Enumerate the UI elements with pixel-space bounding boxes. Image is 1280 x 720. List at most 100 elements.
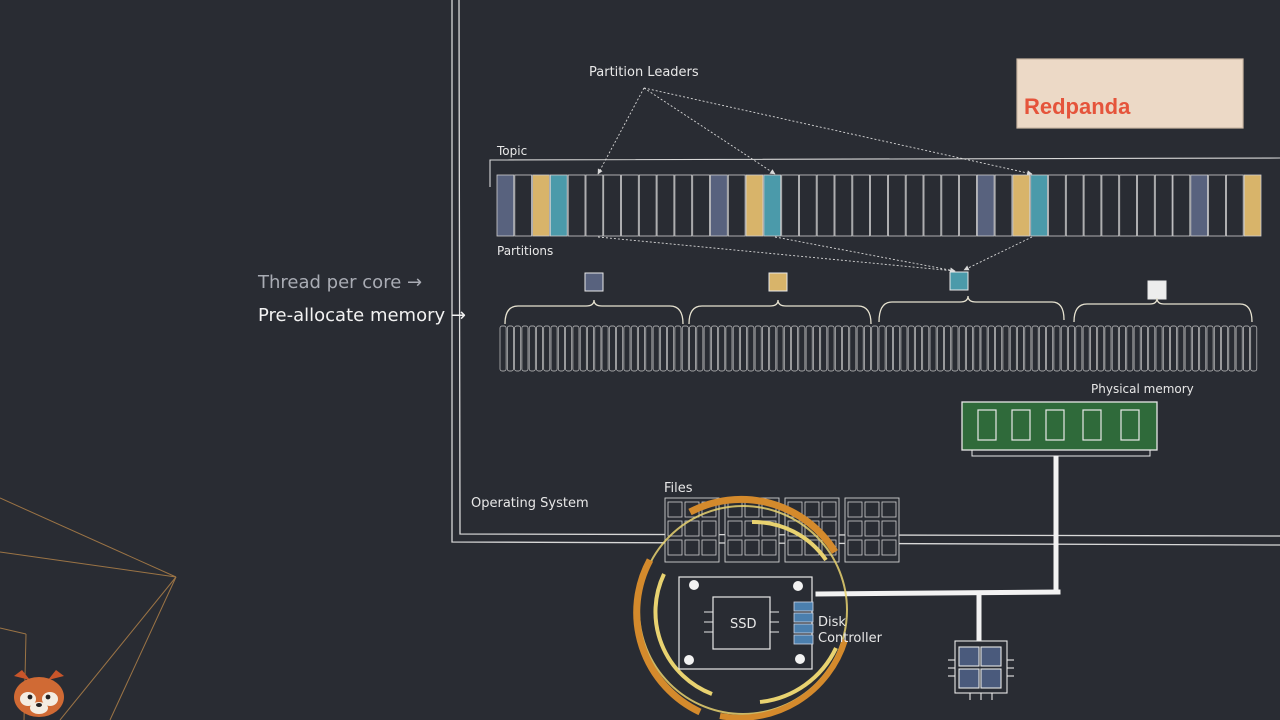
memory-slot [813, 325, 820, 372]
memory-slot [579, 325, 587, 372]
topic-cell [781, 174, 799, 237]
topic-cell [816, 174, 835, 237]
file-cell [744, 539, 760, 556]
memory-slot [1199, 325, 1207, 372]
memory-slot [1177, 325, 1185, 372]
memory-slot [659, 325, 667, 372]
memory-slot [754, 325, 762, 372]
memory-slot [536, 325, 543, 372]
memory-slot [980, 325, 988, 372]
memory-slot [776, 325, 784, 372]
partition-core-square [584, 272, 604, 292]
topic-cell [727, 174, 746, 237]
topic-cell [496, 174, 515, 237]
memory-slot [645, 325, 653, 372]
partition-core-square [768, 272, 788, 292]
memory-slot [499, 325, 507, 372]
memory-slot [594, 325, 602, 372]
file-cell [804, 539, 820, 556]
topic-cell [674, 174, 693, 237]
topic-cell [514, 174, 532, 237]
file-cell [847, 539, 863, 556]
memory-slot [915, 325, 922, 372]
memory-slot [805, 325, 813, 372]
memory-slot [1228, 325, 1236, 372]
topic-cell [1119, 174, 1137, 237]
memory-slot [565, 325, 573, 372]
file-cell [701, 539, 717, 556]
memory-slot [718, 325, 726, 372]
memory-slot [827, 325, 835, 372]
disk-controller-label-line2: Controller [818, 631, 883, 646]
preallocate-memory-label: Pre-allocate memory → [258, 305, 466, 326]
memory-slot [514, 325, 522, 372]
file-cell [864, 539, 880, 556]
topic-cell [1030, 174, 1048, 237]
ssd-board [678, 576, 814, 670]
file-cell [701, 520, 717, 537]
topic-cell [1172, 174, 1191, 237]
memory-slot [1206, 325, 1214, 372]
topic-cell [1101, 174, 1120, 237]
memory-slot [740, 325, 747, 372]
memory-slot [973, 325, 981, 372]
memory-slot [1097, 325, 1105, 372]
disk-controller-label-line1: Disk [818, 615, 846, 630]
memory-slot [834, 325, 842, 372]
topic-cell [692, 174, 710, 237]
memory-slot [747, 325, 755, 372]
file-cell [684, 520, 700, 537]
file-cell [761, 520, 777, 537]
physical-memory-label: Physical memory [1091, 382, 1194, 396]
topic-cell [621, 174, 639, 237]
file-cell [847, 501, 863, 518]
memory-slot [1126, 325, 1134, 372]
topic-cell [923, 174, 942, 237]
memory-slot [929, 325, 937, 372]
topic-cell [1208, 174, 1226, 237]
memory-slot [1141, 325, 1148, 372]
memory-slot [1038, 325, 1046, 372]
memory-slot [936, 325, 944, 372]
memory-slot [995, 325, 1003, 372]
topic-cell [550, 174, 568, 237]
memory-slot [732, 325, 740, 372]
operating-system-label: Operating System [471, 496, 589, 511]
memory-slot [1213, 325, 1221, 372]
file-cell [727, 520, 743, 537]
memory-slot [528, 325, 536, 372]
file-cell [727, 539, 743, 556]
topic-cell [763, 174, 782, 237]
file-block [724, 497, 780, 563]
memory-slot [572, 325, 580, 372]
file-cell [881, 520, 897, 537]
file-cell [881, 539, 897, 556]
topic-cell [994, 174, 1013, 237]
memory-slot [506, 325, 514, 372]
topic-cell [799, 174, 817, 237]
memory-slot [630, 325, 638, 372]
host-frame [451, 0, 1280, 546]
topic-cell [567, 174, 586, 237]
memory-slot [958, 325, 966, 372]
topic-cell [656, 174, 675, 237]
partition-core-square [949, 271, 969, 291]
memory-slot [608, 325, 616, 372]
file-cell [847, 520, 863, 537]
memory-slot [1009, 325, 1017, 372]
red-panda-mascot-icon [14, 670, 64, 717]
topic-cell [976, 174, 995, 237]
core-braces [504, 295, 1253, 325]
memory-slot [791, 325, 798, 372]
memory-slot [1024, 325, 1032, 372]
topic-cells [496, 174, 1262, 237]
memory-slot [769, 325, 777, 372]
redpanda-logo-card: Redpanda [1016, 58, 1244, 129]
memory-slot [543, 325, 551, 372]
memory-slot [616, 325, 624, 372]
memory-slot [1119, 325, 1126, 372]
file-cell [881, 501, 897, 518]
memory-slot [1162, 325, 1170, 372]
partition-core-square [1147, 280, 1167, 300]
memory-slot [1111, 325, 1119, 372]
